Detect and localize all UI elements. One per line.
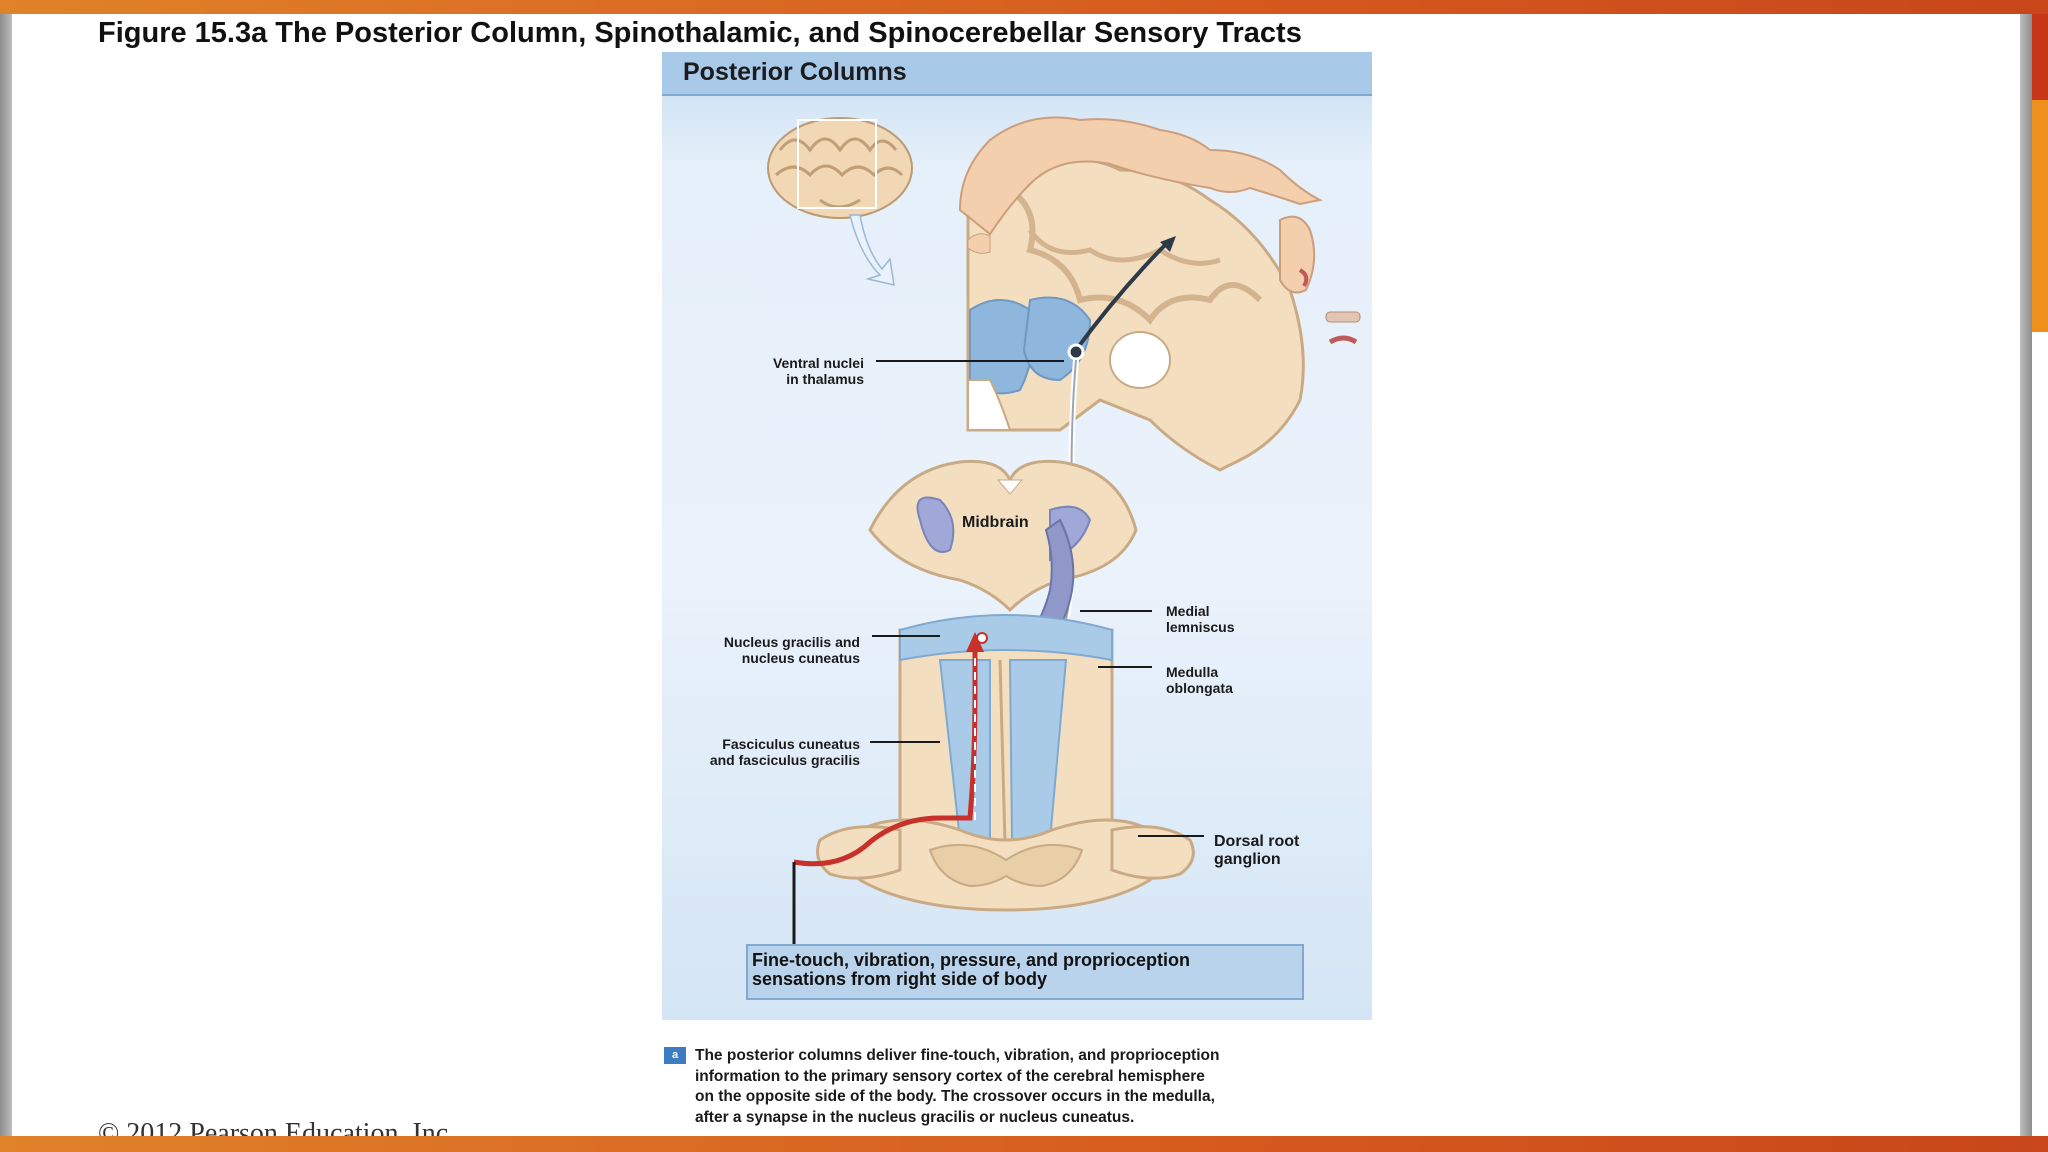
right-accent-red — [2032, 14, 2048, 100]
midbrain-section — [868, 459, 1138, 613]
label-fasciculus: Fasciculus cuneatus and fasciculus graci… — [709, 736, 860, 768]
copyright-notice: © 2012 Pearson Education, Inc. — [98, 1118, 456, 1136]
medulla-spinal-block — [816, 614, 1195, 912]
right-accent-orange — [2032, 100, 2048, 332]
caption-marker-icon: a — [664, 1047, 686, 1064]
sensation-box — [746, 944, 1304, 1000]
sensation-text: Fine-touch, vibration, pressure, and pro… — [752, 950, 1191, 989]
right-frame-bar — [2020, 14, 2032, 1136]
cerebral-hemisphere — [966, 158, 1305, 472]
left-frame-bar — [0, 14, 12, 1136]
label-leader-lines — [870, 360, 1204, 837]
label-medial-lemniscus: Medial lemniscus — [1166, 603, 1235, 635]
label-midbrain: Midbrain — [962, 514, 1029, 531]
top-frame-bar — [0, 0, 2048, 14]
label-ventral-nuclei: Ventral nuclei in thalamus — [772, 355, 864, 387]
sensory-fiber-red — [792, 632, 988, 944]
panel-title: Posterior Columns — [683, 58, 907, 86]
panel-header — [662, 52, 1372, 96]
brain-icon — [767, 117, 913, 286]
label-nucleus-gracilis: Nucleus gracilis and nucleus cuneatus — [723, 634, 860, 666]
label-medulla-oblongata: Medulla oblongata — [1166, 664, 1233, 696]
label-dorsal-root-ganglion: Dorsal root ganglion — [1214, 833, 1300, 868]
homunculus-figure — [958, 116, 1361, 345]
figure-title: Figure 15.3a The Posterior Column, Spino… — [98, 17, 1302, 49]
bottom-frame-bar — [0, 1136, 2048, 1152]
figure-caption: The posterior columns deliver fine-touch… — [695, 1047, 1220, 1126]
